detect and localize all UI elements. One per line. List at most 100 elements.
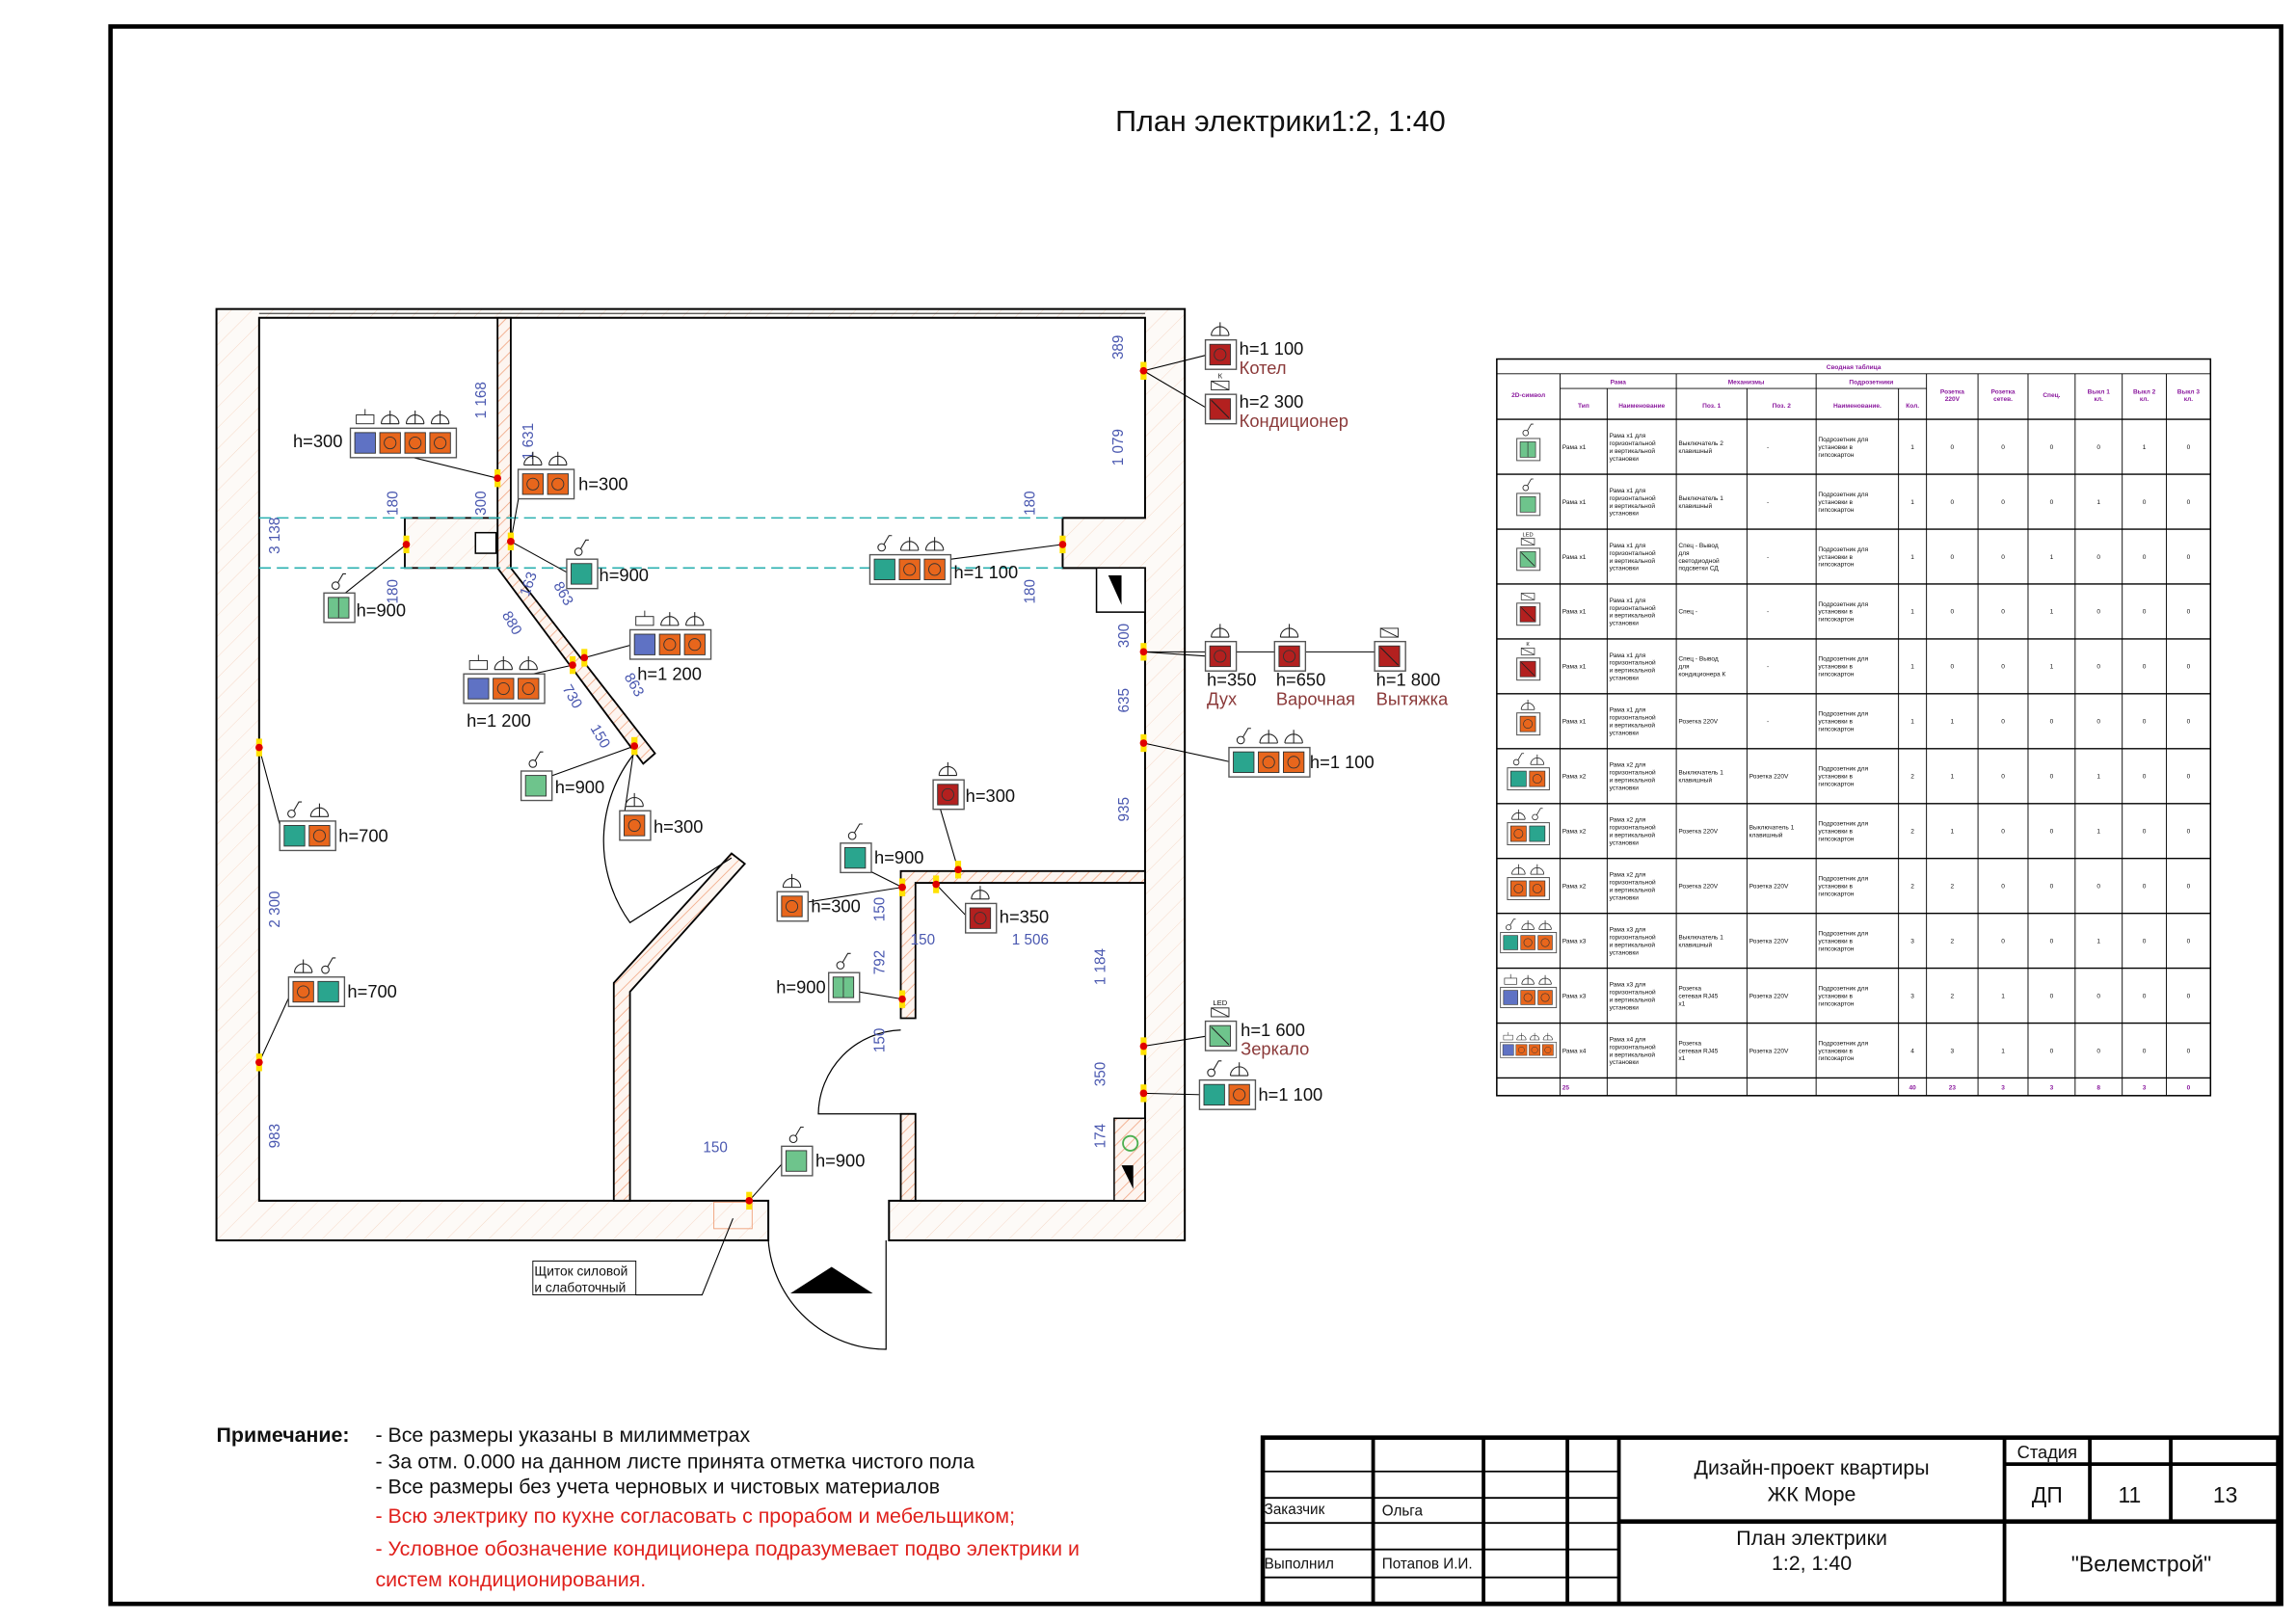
socket-mark-icon: [1259, 730, 1278, 744]
device[interactable]: h=300: [517, 451, 628, 500]
table-cell: 0: [2001, 609, 2005, 616]
socket-icon: [1537, 990, 1553, 1005]
cell-line: горизонтальной: [1610, 878, 1656, 886]
device[interactable]: h=300: [776, 873, 861, 922]
switch-green-icon: [1519, 496, 1536, 513]
device[interactable]: h=700: [279, 801, 388, 852]
dimension-label: 150: [587, 722, 613, 752]
cell-line: установки: [1610, 785, 1640, 791]
table-cell: 0: [1951, 499, 1955, 506]
device[interactable]: h=350: [964, 886, 1050, 934]
socket-special-icon: [969, 907, 992, 929]
switch-lever-icon: [1517, 753, 1525, 760]
cell-line: Рама x1 для: [1610, 598, 1646, 604]
device-height: h=900: [776, 977, 825, 998]
device[interactable]: h=300: [932, 761, 1015, 811]
device[interactable]: h=1 200: [463, 654, 546, 731]
table-cell: 0: [2187, 609, 2191, 616]
table-header: Тип: [1578, 403, 1589, 410]
table-cell: Рама x1: [1562, 609, 1587, 616]
socket-outlet-icon: [928, 563, 942, 576]
device[interactable]: h=1 100: [1198, 1060, 1322, 1110]
cell-line: Рама x3 для: [1610, 927, 1646, 934]
table-cell: 0: [2143, 609, 2147, 616]
table-cell: 0: [2143, 829, 2147, 836]
device-symbol: [1228, 728, 1311, 778]
device[interactable]: h=1 100: [1228, 728, 1375, 778]
switch-mark-icon: [321, 965, 330, 974]
table-cell: 0: [2187, 1048, 2191, 1054]
dimension-label: 1 631: [521, 423, 537, 460]
switch-mark-icon: [877, 543, 887, 552]
table-cell: 0: [2187, 883, 2191, 890]
switch-teal-icon: [1529, 825, 1546, 842]
sheet-number: 11: [2118, 1482, 2141, 1507]
cell-line: Подрозетник для: [1818, 766, 1868, 773]
table-cell: 0: [2187, 664, 2191, 671]
device[interactable]: h=900: [840, 823, 924, 874]
connection-point: [932, 880, 940, 889]
wire: [258, 991, 292, 1063]
device-purpose: Зеркало: [1241, 1039, 1309, 1059]
sheet-scale: 1:2, 1:40: [1772, 1552, 1852, 1575]
cell-line: кондиционера К: [1678, 672, 1725, 678]
table-cell: 0: [2050, 1048, 2054, 1054]
device[interactable]: h=300: [619, 792, 704, 841]
cell-line: гипсокартон: [1818, 945, 1854, 952]
table-cell: 2: [1910, 883, 1914, 890]
device[interactable]: h=900: [566, 539, 649, 590]
cell-line: Рама x1 для: [1610, 488, 1646, 494]
switch-mark-icon: [836, 961, 845, 970]
table-cell: 0: [2096, 719, 2100, 726]
spec-mark-diagonal: [1521, 593, 1535, 600]
internet-icon: [467, 678, 490, 700]
table-cell: 1: [2050, 554, 2054, 561]
table-cell: 0: [1951, 554, 1955, 561]
device[interactable]: h=300: [293, 409, 458, 459]
device[interactable]: h=1 100: [868, 535, 1018, 585]
table-cell: 0: [2187, 554, 2191, 561]
table-cell: 0: [2096, 1048, 2100, 1054]
connection-point: [1139, 1089, 1148, 1098]
project-name: ЖК Море: [1768, 1482, 1856, 1505]
connection-point: [630, 742, 638, 750]
cell-line: и вертикальной: [1610, 996, 1656, 1003]
cell-line: Выкл 2: [2133, 388, 2156, 395]
connection-point: [569, 661, 576, 669]
table-cell: Рама x2: [1562, 829, 1587, 836]
table-cell: 0: [2096, 554, 2100, 561]
author-name: Потапов И.И.: [1382, 1556, 1473, 1573]
switch-teal-icon: [1203, 1083, 1225, 1106]
device-symbol: [1500, 918, 1558, 954]
switch-mark-icon: [1522, 429, 1530, 437]
socket-mark-icon: [1542, 1032, 1553, 1041]
cell-line: установки: [1610, 839, 1640, 846]
cell-line: установки в: [1818, 883, 1853, 890]
switch-lever-icon: [1242, 728, 1251, 738]
socket-outlet-icon: [903, 563, 917, 576]
device[interactable]: h=1 200: [628, 610, 712, 684]
socket-icon: [547, 473, 569, 495]
device[interactable]: h=700: [287, 957, 397, 1007]
switch-lever-icon: [534, 751, 544, 761]
device[interactable]: h=900: [520, 751, 605, 802]
device[interactable]: h=900: [776, 952, 861, 1003]
device-symbol: [1507, 808, 1550, 846]
device[interactable]: h=900: [323, 572, 406, 624]
table-cell: 1: [1910, 719, 1914, 726]
cell-line: установки в: [1818, 719, 1853, 726]
device[interactable]: h=900: [781, 1126, 866, 1177]
socket-icon: [1515, 1044, 1528, 1056]
